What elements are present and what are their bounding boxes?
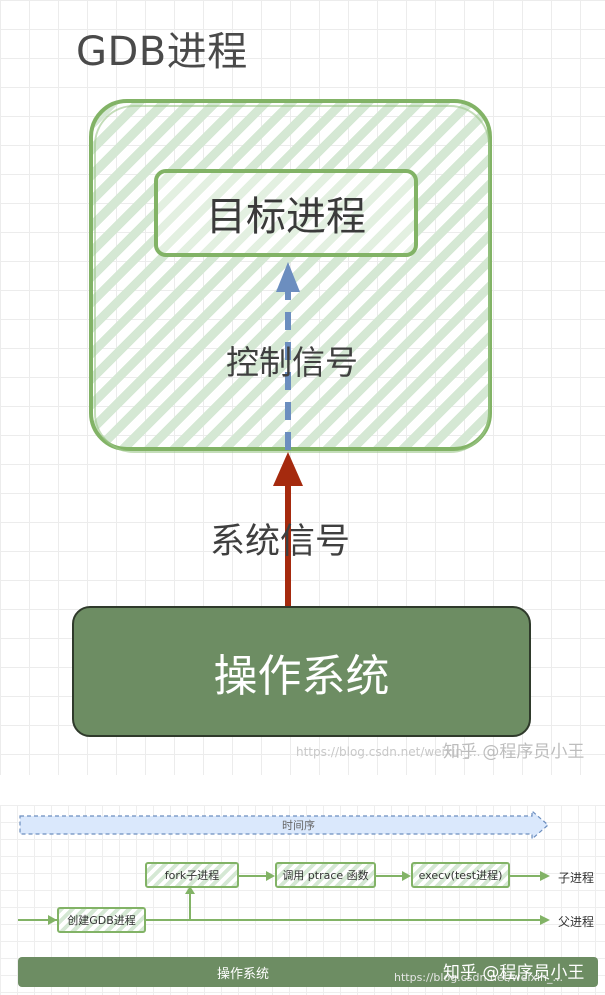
- child-lane-label: 子进程: [558, 871, 595, 885]
- timeline-arrow-shape: [19, 809, 549, 841]
- zhihu-brand-top: 知乎 @程序员小王: [443, 742, 585, 762]
- fork-branch-line: [146, 893, 191, 921]
- watermark-url-bottom: https://blog.csdn.net/weixin_...: [394, 971, 564, 984]
- zhihu-brand-bottom: 知乎 @程序员小王: [443, 963, 585, 983]
- parent-lane-label: 父进程: [558, 915, 595, 929]
- create-gdb-in-arrowhead: [48, 915, 57, 925]
- child-arrowhead-1: [266, 871, 275, 881]
- os-bar-bottom: 操作系统: [18, 957, 598, 987]
- fork-child-label: fork子进程: [164, 869, 220, 882]
- system-signal-label: 系统信号: [210, 522, 351, 562]
- fork-branch-arrowhead: [185, 886, 195, 894]
- gdb-process-sketch-outline: [94, 105, 490, 453]
- os-label-top: 操作系统: [213, 650, 390, 702]
- child-arrowhead-2: [402, 871, 411, 881]
- top-arrows: [273, 262, 303, 606]
- child-arrowhead-3: [540, 871, 550, 881]
- control-signal-label: 控制信号: [226, 343, 358, 382]
- control-signal-arrowhead: [276, 262, 300, 292]
- watermark-url-top: https://blog.csdn.net/weixin_...: [296, 745, 481, 759]
- create-gdb-label: 创建GDB进程: [67, 914, 136, 927]
- target-process-box: 目标进程: [154, 169, 418, 257]
- system-signal-arrowhead: [273, 452, 303, 486]
- parent-lane-arrowhead: [540, 915, 550, 925]
- gdb-process-title: GDB进程: [76, 29, 248, 75]
- fork-child-step: fork子进程: [145, 862, 239, 888]
- panel-divider: [0, 775, 605, 805]
- call-ptrace-label: 调用 ptrace 函数: [282, 869, 369, 882]
- timeline-label: 时间序: [282, 819, 315, 832]
- create-gdb-step: 创建GDB进程: [57, 907, 146, 933]
- call-ptrace-step: 调用 ptrace 函数: [275, 862, 376, 888]
- target-process-label: 目标进程: [206, 194, 366, 240]
- execv-label: execv(test进程): [418, 869, 503, 882]
- os-box-top: 操作系统: [72, 606, 531, 737]
- execv-step: execv(test进程): [411, 862, 510, 888]
- os-label-bottom: 操作系统: [216, 966, 269, 982]
